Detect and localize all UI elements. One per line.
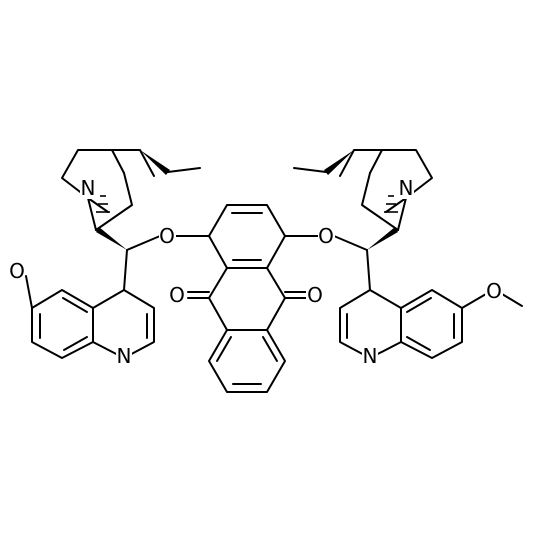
right-methoxy-bond xyxy=(461,293,487,309)
right-ethyl-wedge xyxy=(324,150,354,175)
mask-n-quinoline-left xyxy=(116,346,132,367)
n-quinoline-left-label: N xyxy=(117,344,132,368)
top-ring xyxy=(208,204,286,269)
right-cage-n-bond xyxy=(385,197,407,213)
n-bridge-right-label: N xyxy=(399,176,414,200)
bottom-ring-double-3 xyxy=(262,336,278,362)
o-ether-right-label: O xyxy=(318,224,334,248)
left-benzo-double-3 xyxy=(63,336,88,351)
mask-n-quinoline-right xyxy=(362,346,378,367)
right-benzo-double xyxy=(406,297,432,313)
mask-n-bridge-right xyxy=(398,178,414,199)
right-ethyl-bond xyxy=(293,167,327,173)
left-methoxy-bond xyxy=(25,275,33,309)
o-methoxy-left-label: O xyxy=(9,259,25,283)
left-cinchona-unit xyxy=(31,149,201,359)
mask-n-bridge-left xyxy=(80,178,96,199)
atom-labels: O O O O N N N N O O xyxy=(8,176,503,368)
right-cage-inner xyxy=(361,172,399,231)
mask-o-right xyxy=(318,226,335,247)
right-methyl-bond xyxy=(501,293,523,307)
right-benzo-ring xyxy=(400,289,463,359)
right-o-c-bond xyxy=(333,235,368,251)
left-cage-outer xyxy=(61,149,125,231)
anthraquinone-core xyxy=(174,204,320,393)
left-ethyl-wedge xyxy=(140,150,170,175)
o-methoxy-right-label: O xyxy=(486,279,502,303)
left-cage-n-bond xyxy=(87,197,109,213)
left-ethyl-bond xyxy=(167,167,201,173)
left-wedge-1 xyxy=(96,227,127,250)
o-carbonyl-right-label: O xyxy=(307,283,323,307)
n-bridge-left-label: N xyxy=(81,176,96,200)
mask-o-carbonyl-right xyxy=(306,285,324,306)
middle-ring-left xyxy=(208,267,228,331)
middle-ring-right xyxy=(266,267,286,331)
bottom-ring-double xyxy=(216,336,232,362)
left-benzo-ring xyxy=(31,289,94,359)
bottom-ring xyxy=(208,329,286,393)
mask-o-methoxy-left xyxy=(8,261,26,282)
o-carbonyl-left-label: O xyxy=(169,283,185,307)
left-benzo-double xyxy=(62,297,88,313)
n-quinoline-right-label: N xyxy=(363,344,378,368)
right-cage-outer xyxy=(369,149,433,231)
mask-o-carbonyl-left xyxy=(168,285,186,306)
right-wedge-1 xyxy=(367,227,398,250)
right-benzo-double-3 xyxy=(406,336,431,351)
o-ether-left-label: O xyxy=(159,224,175,248)
left-o-c-bond xyxy=(126,235,161,251)
mask-o-left xyxy=(159,226,176,247)
left-c-quinoline-bond xyxy=(123,249,128,291)
mask-o-methoxy-right xyxy=(485,281,503,302)
right-c-quinoline-bond xyxy=(366,249,371,291)
left-cage-inner xyxy=(95,172,133,231)
